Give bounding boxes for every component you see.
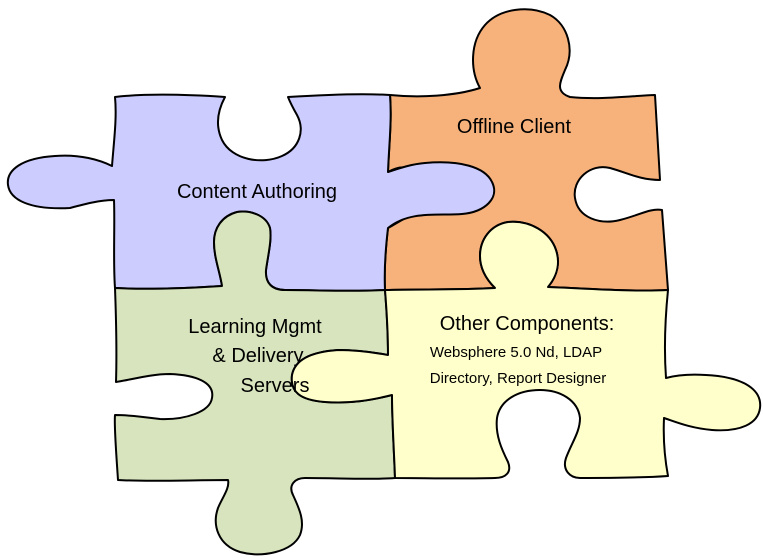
learning-mgmt-line-3: Servers — [241, 375, 310, 397]
offline-client-label: Offline Client — [457, 116, 572, 138]
other-components-detail-1: Websphere 5.0 Nd, LDAP — [430, 344, 602, 361]
other-components-piece — [290, 220, 762, 480]
other-components-detail-2: Directory, Report Designer — [430, 370, 606, 387]
content-authoring-label: Content Authoring — [177, 181, 337, 203]
learning-mgmt-line-1: Learning Mgmt — [188, 316, 322, 338]
other-components-title: Other Components: — [440, 313, 615, 335]
learning-mgmt-line-2: & Delivery — [212, 345, 303, 367]
